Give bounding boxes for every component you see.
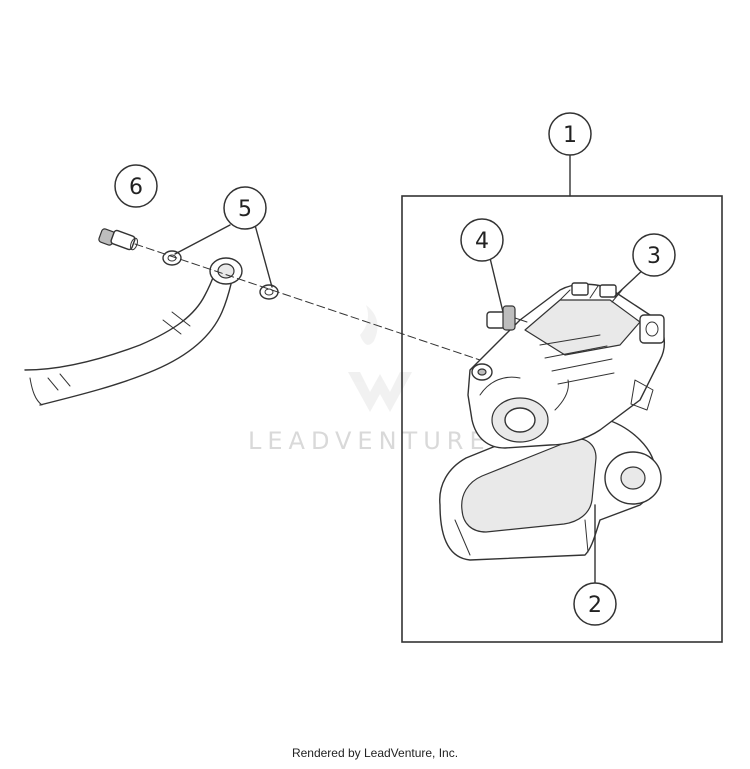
callout-4: 4 [460, 218, 504, 262]
callout-label-3: 3 [647, 244, 661, 269]
assembly-axis-line [134, 243, 481, 361]
callout-label-6: 6 [129, 175, 143, 200]
banjo-bolt-part-6 [98, 228, 138, 251]
leader-lines [174, 154, 646, 584]
watermark-text: LEADVENTURE [248, 427, 491, 455]
brake-caliper-illustration [439, 282, 666, 561]
callout-5: 5 [223, 186, 267, 230]
brake-hose [24, 257, 243, 406]
callout-label-1: 1 [563, 123, 577, 148]
callout-6: 6 [114, 164, 158, 208]
bleeder-valve-part-4 [486, 305, 528, 331]
watermark-logo-icon [348, 305, 412, 412]
callout-label-2: 2 [588, 593, 602, 618]
callout-1: 1 [548, 112, 592, 156]
callout-3: 3 [632, 233, 676, 277]
callout-label-5: 5 [238, 197, 252, 222]
render-credit: Rendered by LeadVenture, Inc. [291, 746, 459, 760]
callout-label-4: 4 [475, 229, 489, 254]
assembly-frame [401, 195, 723, 643]
callout-2: 2 [573, 582, 617, 626]
washer-part-5 [162, 250, 279, 300]
watermark: LEADVENTURE [248, 305, 491, 455]
